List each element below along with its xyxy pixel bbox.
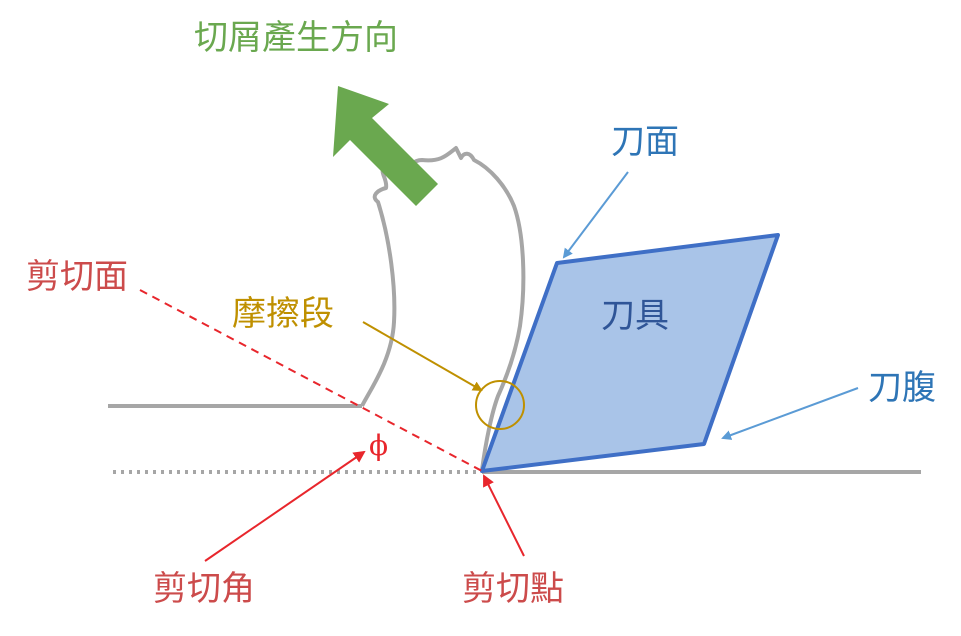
friction-zone-label: 摩擦段 [232,294,334,334]
cutting-tool [480,233,780,473]
chip-direction-arrow [333,86,438,206]
shear-angle-label: 剪切角 [153,569,255,609]
flank-pointer [721,387,859,440]
flank-label: 刀腹 [868,368,936,408]
tool-label: 刀具 [601,296,669,336]
friction-zone-pointer [362,321,483,391]
shear-point-pointer [483,474,525,557]
shear-point-label: 剪切點 [462,569,564,609]
shear-angle-symbol: ϕ [369,429,389,462]
chip-outline [360,146,526,471]
shear-plane-line [139,289,483,472]
shear-plane-label: 剪切面 [26,257,128,297]
rake-face-pointer [562,171,629,259]
friction-zone-circle [475,380,525,430]
rake-face-label: 刀面 [611,122,679,162]
shear-angle-pointer [204,450,366,562]
chip-direction-label: 切屑產生方向 [194,18,398,58]
